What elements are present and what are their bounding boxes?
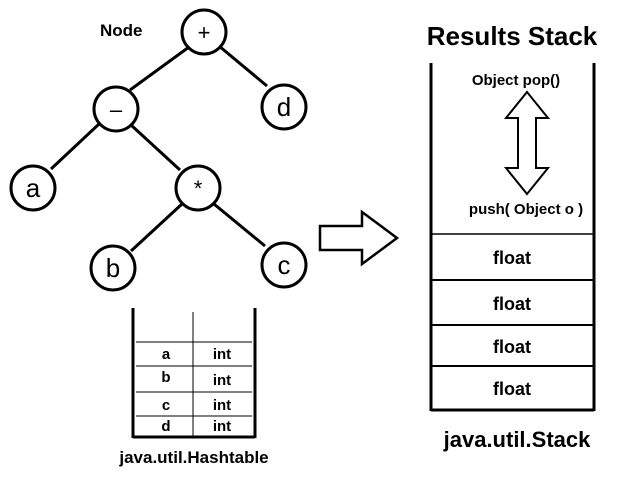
hashtable-container: [131, 308, 257, 439]
edge-plus-d: [218, 44, 268, 88]
hashtable-key: c: [162, 397, 170, 414]
stack-title: Results Stack: [427, 21, 598, 51]
hashtable-value: int: [213, 397, 231, 414]
hashtable-row: c int: [162, 397, 231, 414]
node-label-b: b: [106, 253, 120, 283]
hashtable-row: d int: [161, 418, 231, 435]
edge-star-c: [213, 202, 266, 248]
node-label-plus: +: [198, 20, 211, 45]
edge-plus-minus: [129, 45, 190, 92]
node-label-d: d: [277, 92, 291, 122]
tree-node-d: d: [260, 83, 308, 131]
hashtable-key: b: [161, 369, 170, 386]
stack-caption: java.util.Stack: [443, 427, 592, 452]
stack-item: float: [493, 248, 531, 268]
edge-minus-a: [49, 122, 101, 171]
node-caption: Node: [100, 21, 143, 40]
hashtable-value: int: [213, 346, 231, 363]
stack-item: float: [493, 379, 531, 399]
push-pop-arrow-icon: [503, 90, 551, 196]
pop-method-label: Object pop(): [472, 72, 560, 89]
tree-edges: [49, 44, 268, 253]
stack-container: [429, 63, 596, 412]
push-method-label: push( Object o ): [469, 201, 583, 218]
right-arrow-icon: [318, 209, 400, 267]
hashtable-key: a: [162, 346, 171, 363]
hashtable-row: b int: [161, 369, 231, 389]
tree-node-minus: –: [92, 85, 140, 133]
edge-star-b: [129, 202, 184, 253]
tree-node-c: c: [260, 241, 308, 289]
node-label-a: a: [26, 173, 41, 203]
hashtable-value: int: [213, 372, 231, 389]
tree-node-star: *: [174, 164, 222, 212]
node-label-c: c: [278, 250, 291, 280]
stack-item: float: [493, 337, 531, 357]
node-label-star: *: [194, 176, 203, 201]
tree-node-plus: +: [180, 8, 228, 56]
tree-node-b: b: [89, 244, 137, 292]
hashtable-caption: java.util.Hashtable: [118, 448, 268, 467]
node-label-minus: –: [110, 97, 123, 122]
edge-minus-star: [129, 123, 182, 172]
stack-item: float: [493, 294, 531, 314]
hashtable-value: int: [213, 418, 231, 435]
hashtable-row: a int: [162, 346, 231, 363]
hashtable-key: d: [161, 418, 170, 435]
tree-node-a: a: [9, 164, 57, 212]
